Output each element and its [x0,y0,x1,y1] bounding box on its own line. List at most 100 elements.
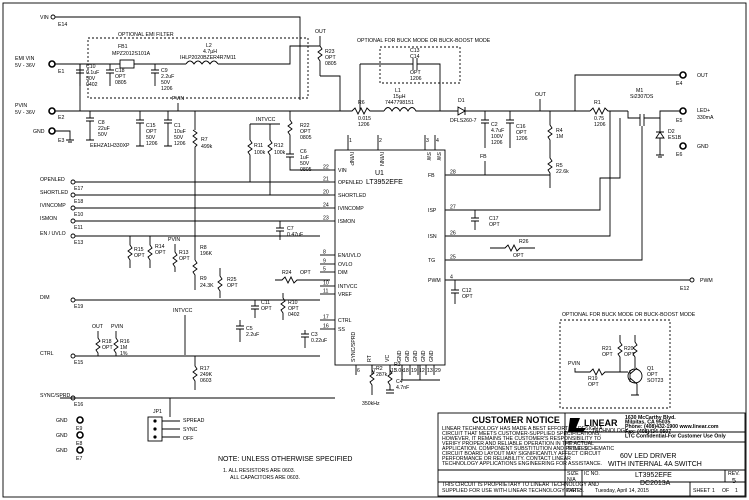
fb1-part: MPZ2012S101A [112,51,151,57]
pvin-range: 5V - 36V [15,110,36,116]
r26-ref: R26 [519,239,529,245]
date-val: Tuesday, April 14, 2015 [595,488,649,494]
address-block: 1630 McCarthy Blvd.Milpitas, CA 95035Pho… [625,415,726,439]
gnd-row-conn: E7 [76,456,82,462]
out-label: OUT [697,73,709,79]
of-val: 1 [735,488,738,494]
c12-cap [451,280,459,304]
gnd-out-terminal[interactable] [679,142,687,150]
c15-v: 50V [146,135,156,141]
left-signal-pin[interactable] [70,233,76,239]
jp1-pin-3[interactable] [153,435,157,439]
gnd-row-terminal[interactable] [76,431,84,439]
pvin-terminal[interactable] [48,107,56,115]
jp1-pin-2[interactable] [153,427,157,431]
r26-val: OPT [513,253,524,259]
r14-val: OPT [155,250,166,256]
buck-box [379,46,461,84]
u1-bottom-pin-name: GND [405,350,411,362]
r17-pkg: 0603 [200,378,212,384]
r10-val: OPT [288,306,299,312]
u1-right-pin-name: ISP [428,208,437,214]
c3-cap [301,330,309,348]
led-terminal[interactable] [679,107,687,115]
r6-pkg: 1206 [358,122,370,128]
c15-ref: C15 [146,123,156,129]
notice-line: CIRCUIT BOARD LAYOUT MAY SIGNIFICANTLY A… [442,451,601,457]
jp1-pin-1[interactable] [153,419,157,423]
u1-left-pin-num: 10 [323,281,329,287]
out-net-ctrl: OUT [92,324,104,330]
l2-part: IHLP2020BZER4R7M11 [180,55,236,61]
r14-resistor [147,236,153,268]
pwm-pin[interactable] [689,277,695,283]
r12-val: 100k [274,150,286,156]
notice-line: HOWEVER, IT REMAINS THE CUSTOMER'S RESPO… [442,436,601,442]
r25-ref: R25 [227,277,237,283]
r4-val: 1M [556,134,563,140]
r5-ref: R5 [556,163,563,169]
left-signal-pin[interactable] [70,218,76,224]
notice-line: PERFORMANCE OR RELIABILITY. CONTACT LINE… [442,456,571,462]
q1-val: OPT [647,372,658,378]
u1-bottom-pins: 6SYNC/SPRD7RT15VC18GND19GND12GND13GND29G… [351,331,441,375]
u1-right-pin-name: TG [428,258,435,264]
note-title: NOTE: UNLESS OTHERWISE SPECIFIED [218,456,352,463]
gnd-terminal[interactable] [48,127,56,135]
left-signal-conn: E10 [74,212,83,218]
fb-net: FB [480,154,487,160]
note-line-1: 1. ALL RESISTORS ARE 0603. [223,468,295,474]
r18-ref: R18 [102,339,112,345]
c15-pkg: 1206 [146,141,158,147]
c6-val: 1uF [300,155,309,161]
u1-top-pin-num: 4 [436,138,439,144]
gnd-row-terminal[interactable] [76,416,84,424]
r15-resistor [127,236,133,268]
size-val: N/A [567,477,576,483]
r21-resistor [617,335,623,372]
left-signal-conn: E18 [74,199,83,205]
r14-ref: R14 [155,244,165,250]
c3-val: 0.22uF [311,338,327,344]
c12-val: OPT [462,294,473,300]
title-label: TITLE: SCHEMATIC [567,446,614,452]
address-line: 1630 McCarthy Blvd. [625,415,676,421]
pvin-conn: E2 [58,115,64,121]
u1-bottom-pin-num: 18 [403,368,409,374]
address-line: LTC Confidential-For Customer Use Only [625,433,726,439]
address-line: Fax: (408)434-0507 [625,429,671,435]
vin-pin[interactable] [50,14,56,20]
left-signal-label: DIM [40,295,50,301]
c11-ref: C11 [261,300,270,306]
c2-ref: C2 [491,122,498,128]
c2-val: 4.7uF [491,128,504,134]
c8-v: 50V [98,132,108,138]
left-signal-pin[interactable] [70,297,76,303]
emi-vin-terminal[interactable] [48,60,56,68]
r17-resistor [192,356,198,390]
r25-val: OPT [227,283,238,289]
r9-ref: R9 [200,276,207,282]
out-terminal[interactable] [679,71,687,79]
r2-ref: R2 [376,366,383,372]
u1-bottom-pin-num: 7 [373,368,376,374]
c8-val: 22uF [98,126,110,132]
bb-title: OPTIONAL FOR BUCK MODE OR BUCK-BOOST MOD… [562,312,696,318]
c6-ref: C6 [300,149,307,155]
gnd-row-label: GND [56,418,68,424]
left-signal-pin[interactable] [70,353,76,359]
q1-ref: Q1 [647,366,654,372]
u1-bottom-pin-name: GND [421,350,427,362]
left-signal-pin[interactable] [70,179,76,185]
c2-cap [481,111,489,148]
l2-val: 4.7µH [203,49,217,55]
u1-bottom-pin-name: VC [385,355,391,362]
notice-line: LINEAR TECHNOLOGY HAS MADE A BEST EFFORT… [442,426,603,432]
left-signal-pin[interactable] [70,205,76,211]
r24-resistor [275,275,330,285]
u1-left-pin-name: OVLO [338,262,352,268]
left-signal-label: ISMON [40,216,57,222]
left-signal-pin[interactable] [70,192,76,198]
gnd-row-terminal[interactable] [76,446,84,454]
